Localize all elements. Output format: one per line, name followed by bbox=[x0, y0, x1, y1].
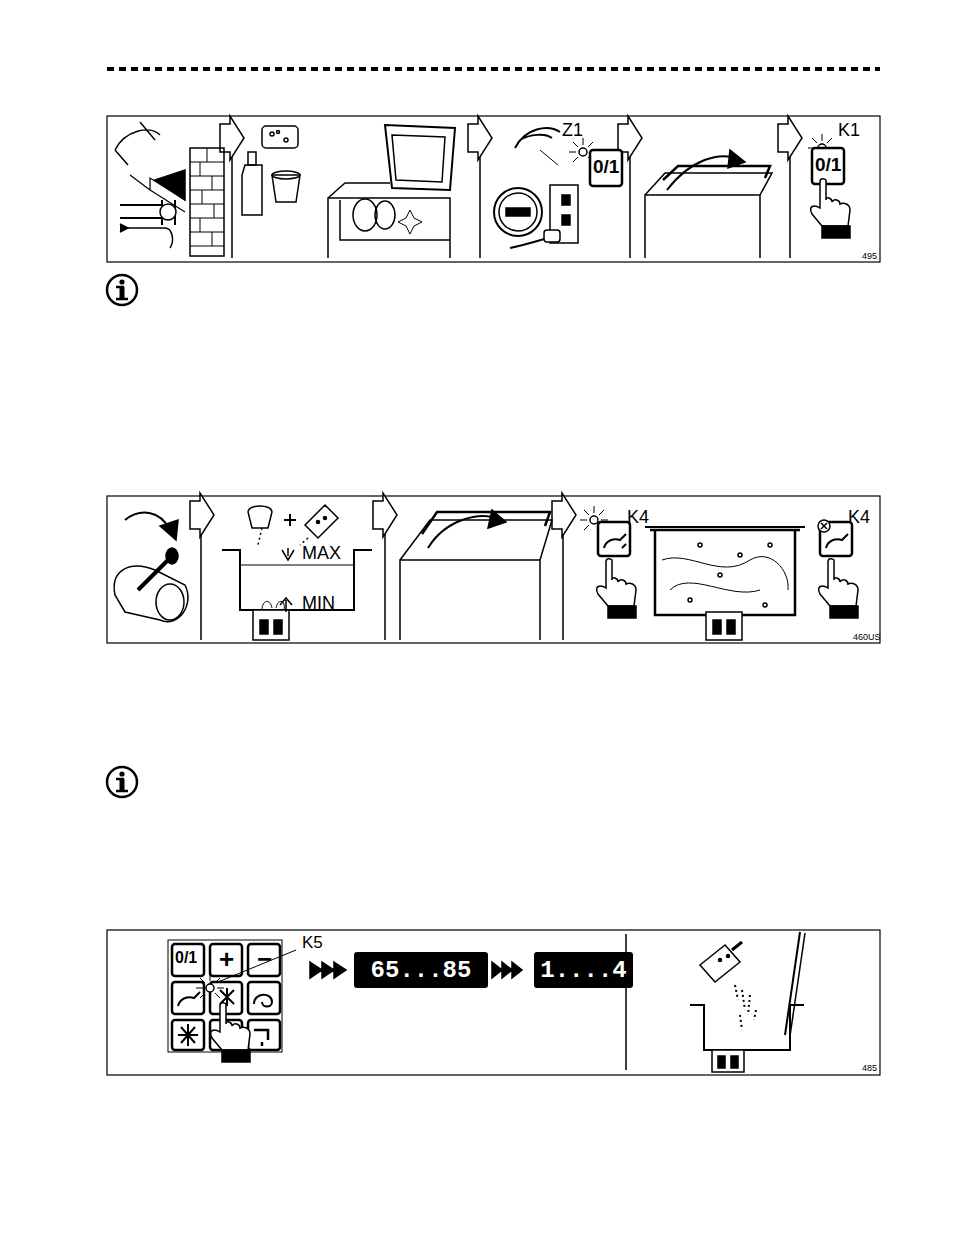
label-text: 460US bbox=[853, 633, 881, 642]
label-text: 0/1 bbox=[593, 157, 619, 176]
label-text: K1 bbox=[838, 121, 860, 139]
label-text: 485 bbox=[862, 1064, 877, 1073]
label-text: K4 bbox=[848, 508, 870, 526]
display-text: 1....4 bbox=[540, 957, 626, 984]
label-text: MIN bbox=[302, 594, 335, 612]
label-text: MAX bbox=[302, 544, 341, 562]
display-box: 65...85 bbox=[354, 952, 488, 988]
label-text: + bbox=[219, 946, 234, 972]
display-box: 1....4 bbox=[534, 952, 633, 988]
label-text: 495 bbox=[862, 252, 877, 261]
label-text: K4 bbox=[627, 508, 649, 526]
label-text: Z1 bbox=[562, 121, 583, 139]
label-text: K5 bbox=[302, 934, 323, 951]
label-text: 0/1 bbox=[175, 950, 197, 966]
display-text: 65...85 bbox=[371, 957, 472, 984]
label-text: − bbox=[257, 946, 272, 972]
label-text: 0/1 bbox=[815, 155, 841, 174]
